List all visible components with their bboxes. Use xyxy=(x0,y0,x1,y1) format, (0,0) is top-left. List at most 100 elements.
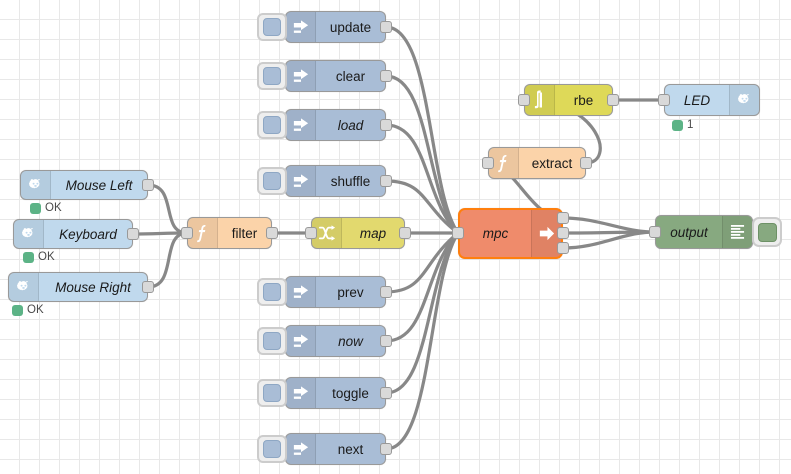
node-mouse-right[interactable]: Mouse Right xyxy=(8,272,148,302)
status-dot xyxy=(12,304,23,316)
output-port-extract[interactable] xyxy=(580,157,592,169)
inject-arrow-icon xyxy=(286,12,316,42)
output-port-mpc-2[interactable] xyxy=(557,227,569,239)
inject-button-load[interactable] xyxy=(257,111,287,139)
inject-button-update[interactable] xyxy=(257,13,287,41)
node-label: Keyboard xyxy=(59,226,117,242)
inject-button-pad xyxy=(263,18,281,36)
node-label: extract xyxy=(531,155,573,171)
inject-button-now[interactable] xyxy=(257,327,287,355)
input-port-led[interactable] xyxy=(658,94,670,106)
status-dot xyxy=(30,202,41,214)
node-mpc[interactable]: mpc xyxy=(458,208,563,259)
inject-button-pad xyxy=(263,67,281,85)
inject-arrow-icon xyxy=(286,326,316,356)
inject-button-shuffle[interactable] xyxy=(257,167,287,195)
raspberry-pi-icon xyxy=(21,171,51,199)
node-mouse-left[interactable]: Mouse Left xyxy=(20,170,148,200)
inject-button-pad xyxy=(263,332,281,350)
input-port-filter[interactable] xyxy=(181,227,193,239)
output-port-load[interactable] xyxy=(380,119,392,131)
node-label: LED xyxy=(683,92,711,108)
output-port-update[interactable] xyxy=(380,21,392,33)
node-output[interactable]: output xyxy=(655,215,753,249)
node-next[interactable]: next xyxy=(285,433,386,465)
node-filter[interactable]: filter xyxy=(187,217,272,249)
node-label: mpc xyxy=(482,226,509,241)
status-mouse-right: OK xyxy=(12,304,44,316)
input-port-mpc[interactable] xyxy=(452,227,464,239)
inject-button-prev[interactable] xyxy=(257,278,287,306)
output-port-keyboard[interactable] xyxy=(127,228,139,240)
inject-button-toggle[interactable] xyxy=(257,379,287,407)
inject-button-next[interactable] xyxy=(257,435,287,463)
inject-arrow-icon xyxy=(286,110,316,140)
status-mouse-left: OK xyxy=(30,202,62,214)
inject-arrow-icon xyxy=(286,378,316,408)
node-label: toggle xyxy=(332,385,369,401)
output-port-prev[interactable] xyxy=(380,286,392,298)
function-icon xyxy=(188,218,218,248)
node-extract[interactable]: extract xyxy=(488,147,586,179)
status-text: OK xyxy=(38,251,55,263)
node-map[interactable]: map xyxy=(311,217,405,249)
node-label: filter xyxy=(231,225,258,241)
node-label: shuffle xyxy=(330,173,371,189)
inject-arrow-icon xyxy=(286,277,316,307)
output-port-mouse-right[interactable] xyxy=(142,281,154,293)
input-port-map[interactable] xyxy=(305,227,317,239)
node-rbe[interactable]: rbe xyxy=(524,84,613,116)
output-port-mouse-left[interactable] xyxy=(142,179,154,191)
node-prev[interactable]: prev xyxy=(285,276,386,308)
node-update[interactable]: update xyxy=(285,11,386,43)
output-port-shuffle[interactable] xyxy=(380,175,392,187)
inject-arrow-icon xyxy=(286,434,316,464)
node-keyboard[interactable]: Keyboard xyxy=(13,219,133,249)
node-led[interactable]: LED xyxy=(664,84,760,116)
rbe-filter-icon xyxy=(525,85,555,115)
inject-button-clear[interactable] xyxy=(257,62,287,90)
output-port-mpc-3[interactable] xyxy=(557,242,569,254)
inject-button-pad xyxy=(263,283,281,301)
raspberry-pi-icon xyxy=(9,273,39,301)
node-label: Mouse Right xyxy=(55,279,131,295)
node-label: prev xyxy=(337,284,364,300)
output-port-filter[interactable] xyxy=(266,227,278,239)
node-clear[interactable]: clear xyxy=(285,60,386,92)
arrow-right-icon xyxy=(531,210,561,257)
debug-toggle-button-output[interactable] xyxy=(752,217,782,247)
inject-button-pad xyxy=(263,172,281,190)
node-shuffle[interactable]: shuffle xyxy=(285,165,386,197)
node-label: now xyxy=(338,333,363,349)
output-port-rbe[interactable] xyxy=(607,94,619,106)
status-led: 1 xyxy=(672,119,693,131)
input-port-output[interactable] xyxy=(649,226,661,238)
node-toggle[interactable]: toggle xyxy=(285,377,386,409)
inject-arrow-icon xyxy=(286,61,316,91)
output-port-clear[interactable] xyxy=(380,70,392,82)
status-dot xyxy=(23,251,34,263)
node-label: next xyxy=(337,441,364,457)
input-port-extract[interactable] xyxy=(482,157,494,169)
switch-icon xyxy=(312,218,342,248)
debug-toggle-pad xyxy=(757,222,777,242)
node-label: map xyxy=(359,225,387,241)
status-text: 1 xyxy=(687,119,694,131)
inject-button-pad xyxy=(263,116,281,134)
node-label: load xyxy=(337,117,364,133)
inject-button-pad xyxy=(263,440,281,458)
function-icon xyxy=(489,148,519,178)
node-now[interactable]: now xyxy=(285,325,386,357)
status-dot xyxy=(672,119,683,131)
status-text: OK xyxy=(45,202,62,214)
output-port-now[interactable] xyxy=(380,335,392,347)
input-port-rbe[interactable] xyxy=(518,94,530,106)
output-port-toggle[interactable] xyxy=(380,387,392,399)
output-port-map[interactable] xyxy=(399,227,411,239)
output-port-next[interactable] xyxy=(380,443,392,455)
output-port-mpc-1[interactable] xyxy=(557,212,569,224)
node-label: rbe xyxy=(573,92,594,108)
node-load[interactable]: load xyxy=(285,109,386,141)
inject-arrow-icon xyxy=(286,166,316,196)
